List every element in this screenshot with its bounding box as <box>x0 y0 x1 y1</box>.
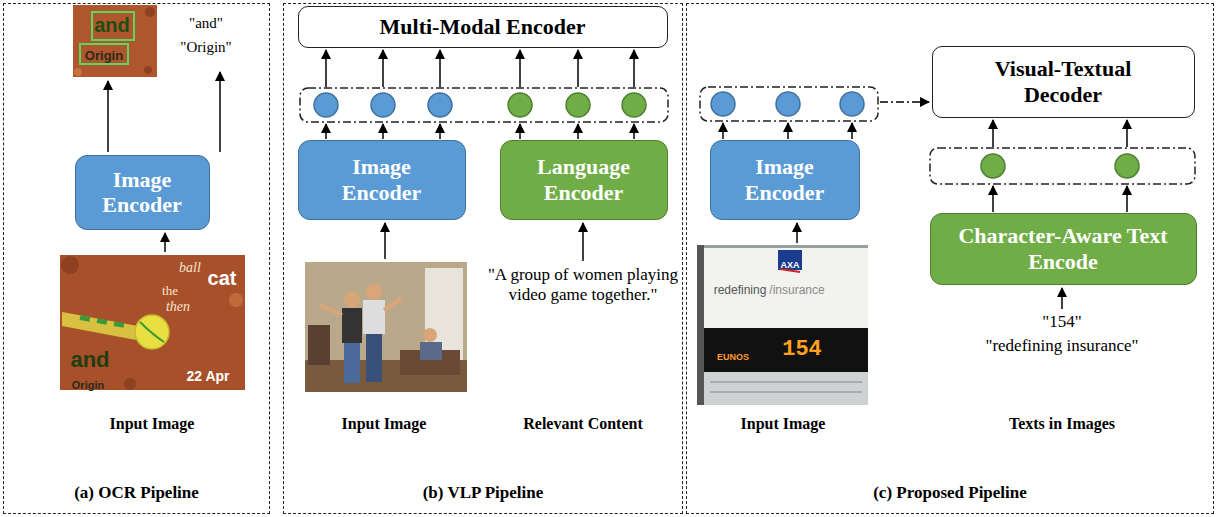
vlp-token-group <box>300 88 668 122</box>
scene-text: and <box>94 14 130 37</box>
ocr-result-wrap: "and" <box>161 14 251 32</box>
encoder-box: Image Encoder <box>75 155 210 230</box>
scene-text: 22 Apr <box>186 368 229 384</box>
box-label: Multi-Modal Encoder <box>380 14 586 39</box>
scene-text-wrap: Origin <box>63 375 113 393</box>
scene-text-wrap: and <box>82 14 142 37</box>
scene-text-wrap: Origin <box>74 46 134 64</box>
image-text-wrap: "redefining insurance" <box>937 336 1187 356</box>
decoder-box: Visual-Textual Decoder <box>932 46 1195 118</box>
encoder-box: Image Encoder <box>710 140 860 220</box>
scene-text-wrap: /insurance <box>766 280 828 298</box>
ocr-output-image <box>73 5 157 77</box>
box-label: Character-Aware Text Encode <box>938 223 1188 274</box>
encoder-box: Image Encoder <box>298 140 466 220</box>
scene-text-wrap: 154 <box>772 337 832 362</box>
scene-text-wrap: EUNOS <box>711 346 755 364</box>
ocr-result: "Origin" <box>180 39 231 56</box>
scene-text-wrap: the <box>150 281 190 299</box>
box-label: Image Encoder <box>317 154 447 205</box>
input-caption: Input Image <box>741 415 826 433</box>
pipeline-panel: (a) OCR Pipeline Image Encoder <box>3 3 270 514</box>
scene-text: cat <box>208 267 237 290</box>
box-label: Image Encoder <box>83 167 201 218</box>
input-caption-wrap: Texts in Images <box>952 415 1172 433</box>
scene-text-wrap: ball <box>170 258 210 276</box>
encoder-box: Multi-Modal Encoder <box>298 6 668 48</box>
scene-text-wrap: then <box>153 297 203 315</box>
input-caption-wrap: Input Image <box>52 415 252 433</box>
relevant-text-wrap: "A group of women playing video game tog… <box>483 265 683 304</box>
input-caption-wrap: Relevant Content <box>483 415 683 433</box>
scene-text: EUNOS <box>717 352 749 362</box>
image-text: "154" <box>1042 312 1081 332</box>
scene-text: and <box>70 347 109 372</box>
scene-text-wrap: 22 Apr <box>173 367 243 385</box>
input-caption: Texts in Images <box>1009 415 1115 433</box>
image-text: "redefining insurance" <box>985 336 1138 356</box>
input-caption: Input Image <box>110 415 195 433</box>
input-caption: Input Image <box>342 415 427 433</box>
scene-text: then <box>166 299 190 315</box>
box-label: Language Encoder <box>509 154 659 205</box>
input-caption: Relevant Content <box>523 415 643 433</box>
pipeline-panel: (b) VLP Pipeline Multi-Modal EncoderImage… <box>283 3 683 514</box>
panel-caption-wrap: (a) OCR Pipeline <box>4 483 269 503</box>
scene-text: /insurance <box>769 284 824 298</box>
scene-text: redefining <box>714 284 767 298</box>
panel-caption: (c) Proposed Pipeline <box>873 483 1027 503</box>
panel-caption-wrap: (c) Proposed Pipeline <box>687 483 1213 503</box>
ocr-result-wrap: "Origin" <box>161 38 251 56</box>
scene-text: the <box>162 284 178 299</box>
scene-text: AXA <box>780 260 799 270</box>
scene-text: ball <box>179 260 201 276</box>
pipeline-panel: (c) Proposed Pipeline Image Encoder Visual… <box>686 3 1214 514</box>
scene-text-wrap: redefining <box>709 280 771 298</box>
input-caption-wrap: Input Image <box>683 415 883 433</box>
box-label: Visual-Textual Decoder <box>963 56 1163 107</box>
proposed-input-photo <box>697 245 868 405</box>
scene-text: Origin <box>85 49 123 64</box>
encoder-box: Language Encoder <box>500 140 668 220</box>
panel-caption-wrap: (b) VLP Pipeline <box>284 483 682 503</box>
box-label: Image Encoder <box>720 154 850 205</box>
scene-text: 154 <box>782 337 822 362</box>
vlp-input-photo <box>305 262 467 392</box>
scene-text-wrap: and <box>60 347 120 372</box>
scene-text-wrap: AXA <box>778 254 802 272</box>
input-caption-wrap: Input Image <box>284 415 484 433</box>
ocr-result: "and" <box>189 15 223 32</box>
scene-text-wrap: cat <box>197 267 247 290</box>
ocr-input-image <box>60 255 245 390</box>
panel-caption: (b) VLP Pipeline <box>423 483 544 503</box>
scene-text: Origin <box>72 379 104 392</box>
panel-caption: (a) OCR Pipeline <box>74 483 199 503</box>
encoder-box: Character-Aware Text Encode <box>930 213 1197 285</box>
image-text-wrap: "154" <box>937 312 1187 332</box>
relevant-text: "A group of women playing video game tog… <box>483 265 683 304</box>
